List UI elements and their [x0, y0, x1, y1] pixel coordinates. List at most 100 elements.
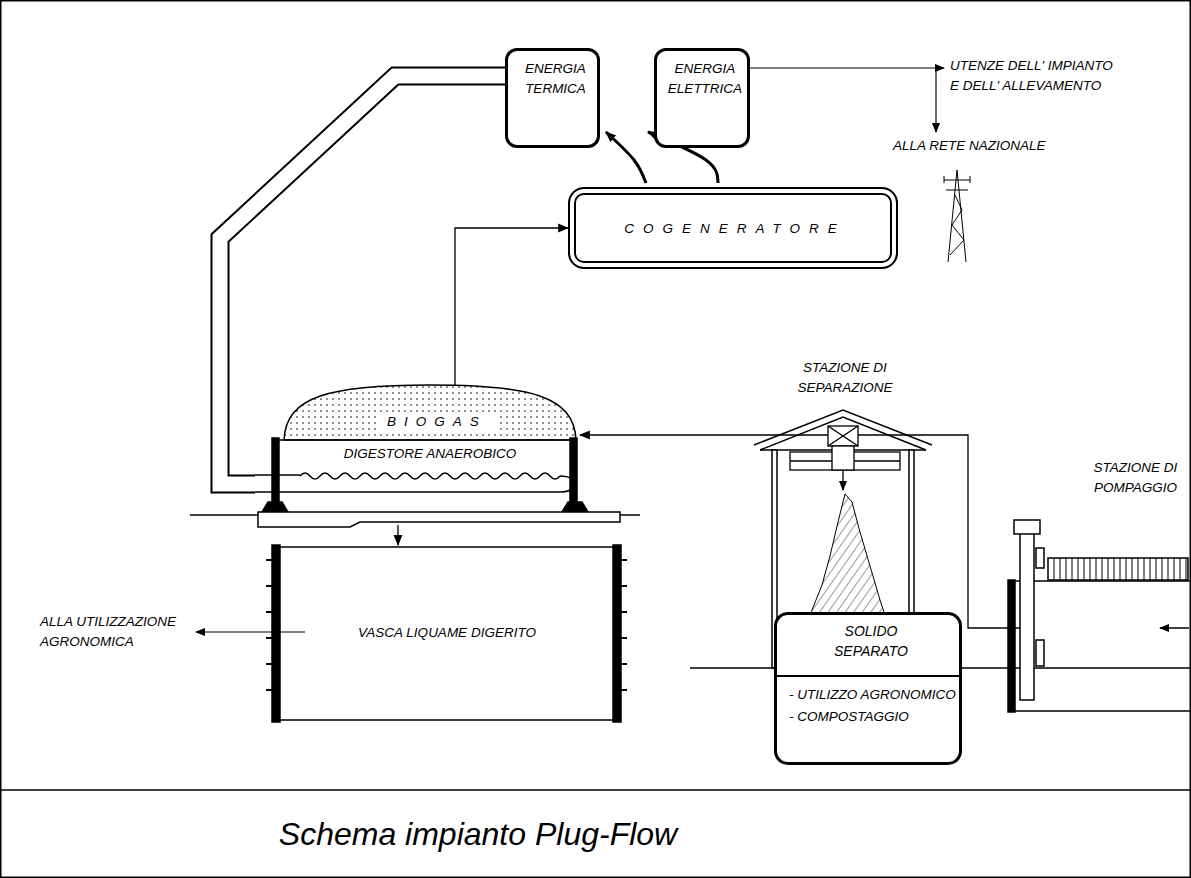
tank-flanges	[621, 611, 627, 613]
pylon	[944, 180, 970, 181]
pumping-station	[1160, 627, 1189, 629]
pump-fence	[1168, 558, 1169, 580]
tank-flanges	[266, 560, 627, 690]
pylon	[970, 176, 971, 183]
pump-fence	[1150, 558, 1151, 580]
heating-coil	[300, 473, 560, 479]
screw-separator	[854, 460, 900, 461]
pump-fence	[1138, 558, 1139, 580]
screw-separator	[752, 434, 828, 435]
flow-arrow	[606, 132, 646, 183]
pump-fence	[1126, 558, 1127, 580]
pump-fence	[1078, 558, 1079, 580]
connector-group	[220, 76, 505, 484]
pump-fence	[1054, 558, 1186, 580]
flow-arrow	[397, 525, 398, 545]
node-text: - COMPOSTAGGIO	[789, 707, 959, 727]
digester-structure	[272, 439, 577, 441]
screw-separator	[828, 426, 858, 446]
node-label: ENERGIA ELETTRICA	[657, 59, 753, 99]
pump-fence	[1132, 558, 1133, 580]
destination-label: UTENZE DELL' IMPIANTO E DELL' ALLEVAMENT…	[950, 56, 1113, 96]
digestate-tank	[613, 545, 621, 722]
tank-flanges	[621, 663, 627, 665]
energy-box: ENERGIA ELETTRICA	[654, 48, 750, 148]
node-text: - UTILIZZO AGRONOMICO	[789, 685, 959, 705]
pump-fence	[1120, 558, 1121, 580]
digester-structure	[258, 512, 620, 527]
pumping-station	[1036, 640, 1044, 666]
pump-fence	[1114, 558, 1115, 580]
screw-separator	[752, 426, 938, 490]
pumping-station	[1020, 532, 1034, 700]
tank-flanges	[621, 689, 627, 691]
pump-fence	[1054, 558, 1055, 580]
tank-flanges	[266, 663, 272, 665]
pump-fence	[1066, 558, 1067, 580]
digester: BIOGASDIGESTORE ANAEROBICO	[255, 360, 625, 525]
tank-flanges	[266, 559, 272, 561]
connector-group	[455, 228, 568, 385]
pump-fence	[1108, 558, 1109, 580]
connector-group	[606, 132, 646, 183]
pump-fence	[1186, 558, 1187, 580]
node-label: SOLIDO SEPARATO	[821, 621, 921, 661]
node-text: DIGESTORE ANAEROBICO	[285, 444, 575, 464]
connector-group	[938, 435, 1000, 628]
flow-arrow	[580, 434, 752, 435]
tank-flanges	[266, 611, 272, 613]
pipe-inner	[220, 76, 505, 484]
tank-flanges	[266, 637, 272, 639]
screw-separator	[790, 460, 832, 461]
digestate-tank	[272, 719, 621, 721]
heating-coil	[255, 473, 575, 492]
separation-building	[754, 410, 932, 445]
pumping-station	[1014, 520, 1040, 534]
connector-group	[398, 525, 399, 545]
pump-fence	[1180, 558, 1181, 580]
digester-structure	[284, 385, 576, 440]
screw-separator	[828, 426, 858, 446]
pylon	[946, 190, 968, 191]
pumping-station: STAZIONE DI POMPAGGIO	[1000, 450, 1187, 712]
tank-flanges	[621, 559, 627, 561]
node-label: ENERGIA TERMICA	[508, 59, 603, 99]
heating-coil	[255, 476, 575, 492]
agronomic-arrow	[196, 631, 305, 632]
connector-group	[580, 435, 752, 436]
digester-structure	[262, 502, 288, 512]
pylon	[944, 176, 945, 183]
electric-lines	[750, 67, 944, 68]
digester-structure	[562, 502, 588, 512]
pump-fence	[1072, 558, 1073, 580]
pumping-station	[1008, 710, 1191, 712]
frame	[0, 789, 1191, 791]
digestate-tank: VASCA LIQUAME DIGERITO	[272, 545, 622, 722]
flow-arrow	[455, 228, 568, 385]
flow-arrow	[938, 435, 1000, 628]
pylon	[948, 170, 966, 262]
energy-box: ENERGIA TERMICA	[505, 48, 600, 148]
screw-separator	[828, 426, 858, 446]
destination-label: ALLA RETE NAZIONALE	[893, 136, 1046, 156]
tank-flanges	[621, 637, 627, 639]
destination-label: ALLA UTILIZZAZIONE AGRONOMICA	[40, 612, 185, 652]
tank-flanges	[621, 585, 627, 587]
digester-structure	[190, 514, 258, 516]
screw-separator	[832, 446, 854, 470]
separated-solid-box: SOLIDO SEPARATO - UTILIZZO AGRONOMICO- CO…	[774, 612, 962, 765]
heating-pipe	[220, 76, 505, 484]
caption: Schema impianto Plug-Flow	[178, 814, 778, 854]
pylon	[944, 170, 970, 262]
node-label: COGENERATORE	[600, 219, 870, 239]
pylon	[950, 195, 964, 255]
pump-fence	[1084, 558, 1085, 580]
divider-line	[777, 675, 959, 677]
pumping-station	[1000, 520, 1191, 712]
electric-lines	[935, 68, 936, 132]
pump-fence	[1102, 558, 1103, 580]
node-label: VASCA LIQUAME DIGERITO	[302, 623, 592, 643]
node-label: STAZIONE DI SEPARAZIONE	[785, 358, 905, 398]
